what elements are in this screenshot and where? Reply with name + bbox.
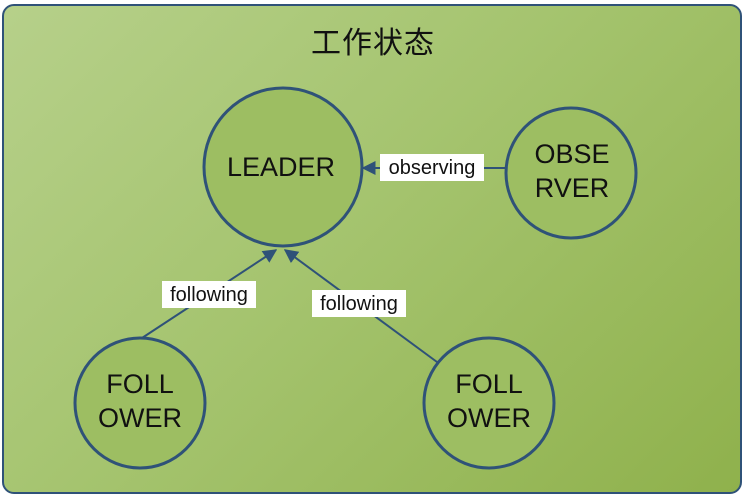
node-leader: LEADER bbox=[202, 86, 364, 248]
node-follower-left-line-2: OWER bbox=[98, 403, 182, 433]
node-observer: OBSE RVER bbox=[504, 106, 638, 240]
node-follower-left-line-1: FOLL bbox=[106, 369, 174, 399]
node-follower-right-line-2: OWER bbox=[447, 403, 531, 433]
edge-label-following-right-text: following bbox=[320, 293, 398, 315]
edge-label-following-left: following bbox=[162, 281, 256, 308]
node-follower-right-line-1: FOLL bbox=[455, 369, 523, 399]
node-follower-right: FOLL OWER bbox=[422, 336, 556, 470]
edge-label-observing: observing bbox=[380, 154, 484, 181]
edge-label-following-left-text: following bbox=[170, 284, 248, 306]
node-leader-label: LEADER bbox=[227, 152, 335, 182]
node-observer-line-2: RVER bbox=[535, 173, 610, 203]
edge-label-following-right: following bbox=[312, 290, 406, 317]
diagram-title: 工作状态 bbox=[311, 26, 435, 61]
node-follower-left: FOLL OWER bbox=[73, 336, 207, 470]
node-observer-line-1: OBSE bbox=[534, 139, 609, 169]
edge-label-observing-text: observing bbox=[389, 157, 476, 179]
